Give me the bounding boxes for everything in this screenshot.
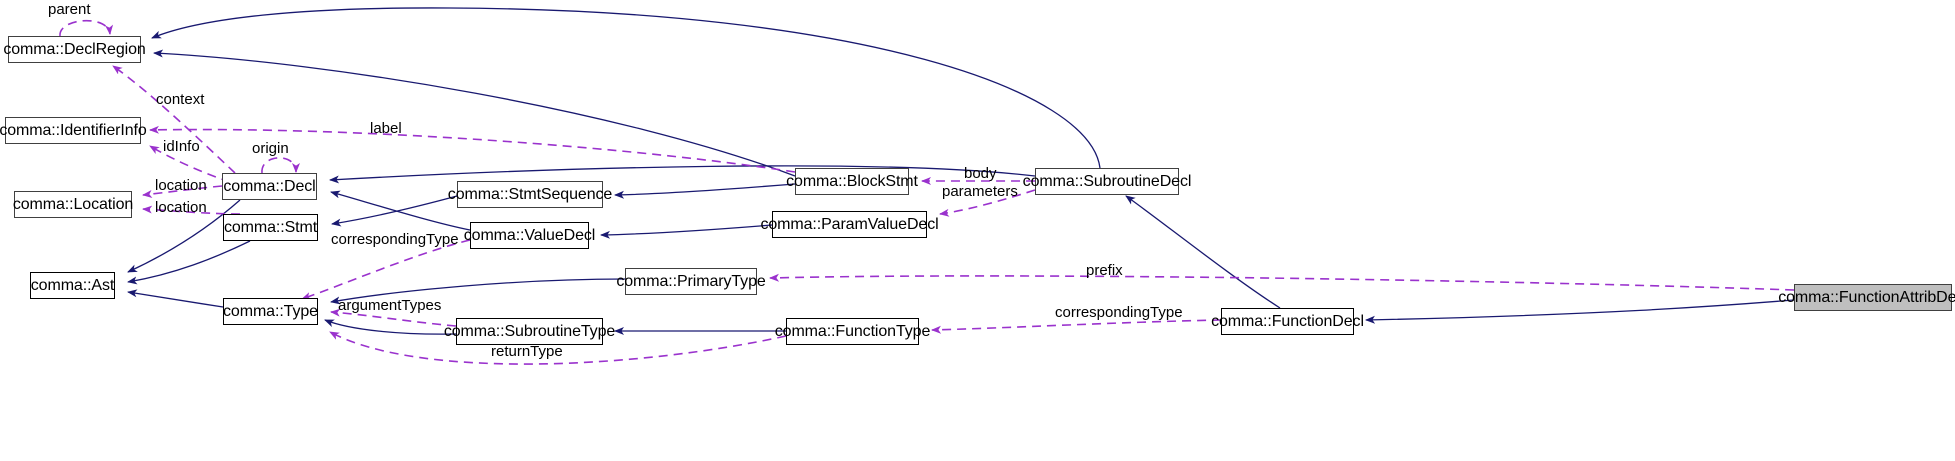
- edge-label-parent: parent: [48, 1, 91, 18]
- node-comma-stmtsequence[interactable]: comma::StmtSequence: [448, 181, 612, 208]
- usage-edges: [59, 19, 1795, 365]
- node-label: comma::DeclRegion: [3, 40, 146, 58]
- edge-label-origin: origin: [252, 140, 289, 157]
- node-label: comma::PrimaryType: [616, 272, 766, 290]
- edge-label-returntype: returnType: [491, 343, 563, 360]
- node-label: comma::SubroutineDecl: [1022, 172, 1192, 190]
- node-label: comma::FunctionType: [774, 322, 931, 340]
- edge-label-prefix: prefix: [1086, 262, 1123, 279]
- edge-label-correspondingtype-1: correspondingType: [331, 231, 459, 248]
- node-label: comma::StmtSequence: [447, 185, 613, 203]
- edge-label-idinfo: idInfo: [163, 138, 200, 155]
- node-comma-decl[interactable]: comma::Decl: [222, 173, 317, 200]
- node-comma-primarytype[interactable]: comma::PrimaryType: [616, 268, 766, 295]
- node-comma-functiontype[interactable]: comma::FunctionType: [775, 318, 930, 345]
- node-comma-stmt[interactable]: comma::Stmt: [223, 214, 318, 241]
- edge-label-location-1: location: [155, 177, 207, 194]
- node-comma-paramvaluedecl[interactable]: comma::ParamValueDecl: [760, 211, 939, 238]
- node-comma-functiondecl[interactable]: comma::FunctionDecl: [1211, 308, 1364, 335]
- node-comma-blockstmt[interactable]: comma::BlockStmt: [786, 168, 918, 195]
- node-comma-subroutinetype[interactable]: comma::SubroutineType: [444, 318, 615, 345]
- node-comma-declregion[interactable]: comma::DeclRegion: [3, 36, 146, 63]
- node-comma-identifierinfo[interactable]: comma::IdentifierInfo: [0, 117, 147, 144]
- node-label: comma::SubroutineType: [443, 322, 616, 340]
- node-comma-functionattribdecl[interactable]: comma::FunctionAttribDecl: [1778, 284, 1955, 311]
- node-label: comma::Type: [223, 302, 318, 320]
- node-label: comma::Stmt: [223, 218, 318, 236]
- edge-label-correspondingtype-2: correspondingType: [1055, 304, 1183, 321]
- node-label: comma::FunctionDecl: [1211, 312, 1364, 330]
- node-label: comma::Ast: [30, 276, 115, 294]
- node-label: comma::BlockStmt: [786, 172, 918, 190]
- node-comma-subroutinedecl[interactable]: comma::SubroutineDecl: [1023, 168, 1191, 195]
- edge-label-label: label: [370, 120, 402, 137]
- edge-label-location-2: location: [155, 199, 207, 216]
- edge-label-parameters: parameters: [942, 183, 1018, 200]
- edge-label-argumenttypes: argumentTypes: [338, 297, 442, 314]
- inheritance-edges: [127, 7, 1795, 335]
- edge-label-body: body: [964, 165, 997, 182]
- node-comma-type[interactable]: comma::Type: [223, 298, 318, 325]
- node-label: comma::Location: [12, 195, 134, 213]
- node-comma-valuedecl[interactable]: comma::ValueDecl: [464, 222, 595, 249]
- node-label: comma::FunctionAttribDecl: [1778, 288, 1955, 306]
- node-comma-ast[interactable]: comma::Ast: [30, 272, 115, 299]
- node-comma-location[interactable]: comma::Location: [12, 191, 134, 218]
- node-label: comma::Decl: [223, 177, 316, 195]
- edge-label-context: context: [156, 91, 205, 108]
- node-label: comma::ValueDecl: [463, 226, 596, 244]
- node-label: comma::ParamValueDecl: [760, 215, 939, 233]
- node-label: comma::IdentifierInfo: [0, 121, 147, 139]
